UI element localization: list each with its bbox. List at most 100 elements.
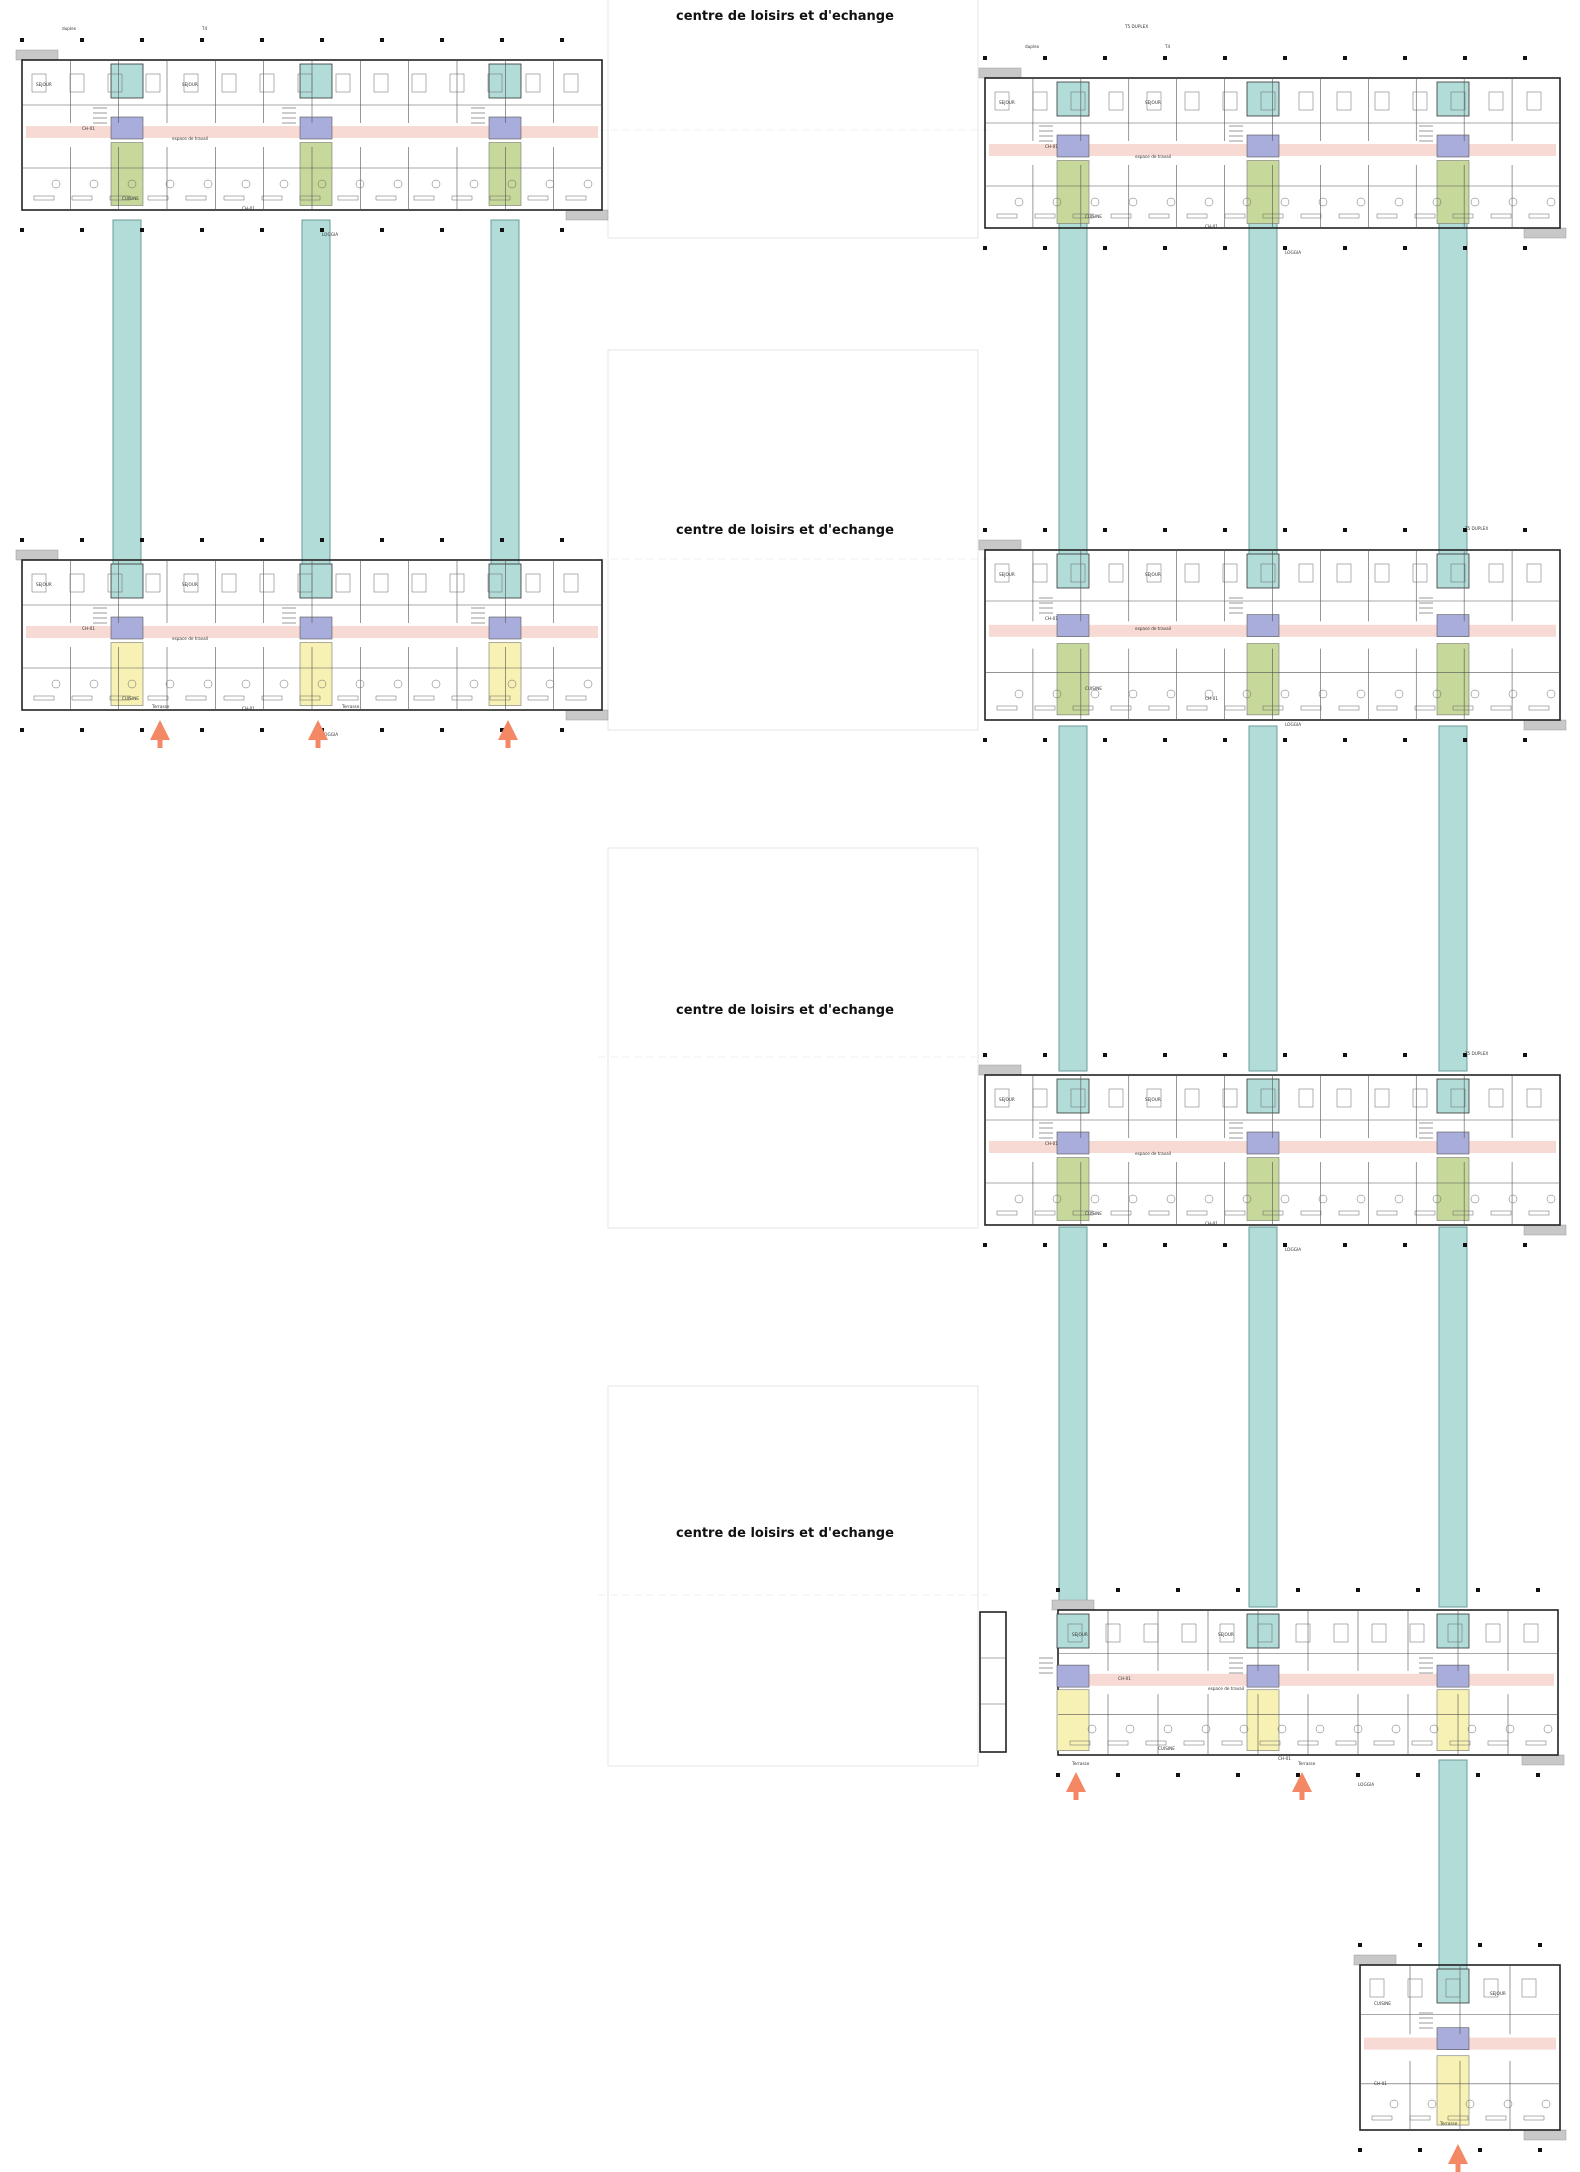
room-label: CUISINE [1158,1746,1175,1751]
bed-outline [1374,1088,1390,1108]
room-label: CH-01 [1278,1756,1291,1761]
counter-outline [299,695,321,701]
bed-outline [1407,1978,1423,1998]
bed-outline [183,573,199,593]
bed-outline [994,563,1010,583]
bridge-corridor [301,219,331,571]
table-outline [1391,1724,1401,1734]
room-label: SEJOUR [1218,1632,1234,1637]
entrance-hall [1246,1689,1280,1751]
bed-outline [1184,563,1200,583]
column [1523,1053,1527,1057]
bed-outline [1526,91,1542,111]
counter-outline [1110,1210,1132,1216]
counter-outline [1224,213,1246,219]
counter-outline [1447,2115,1469,2121]
bed-outline [1369,1978,1385,1998]
room-label: espace de travail [1135,154,1171,159]
table-outline [1394,689,1404,699]
room-label: T4 [201,26,208,31]
column [1343,738,1347,742]
table-outline [1052,1194,1062,1204]
table-outline [583,679,593,689]
room-label: duplex [1025,44,1040,49]
counter-outline [185,195,207,201]
side-storage [979,1611,1007,1753]
column [1403,1053,1407,1057]
bed-outline [1146,91,1162,111]
column [1463,1053,1467,1057]
bed-outline [1298,91,1314,111]
bed-outline [449,73,465,93]
counter-outline [1034,1210,1056,1216]
room-label: CUISINE [1085,1211,1102,1216]
room-label: CH-01 [242,206,255,211]
stair-core [488,563,522,599]
column [1463,246,1467,250]
counter-outline [1262,1210,1284,1216]
landing [488,616,522,640]
column [20,728,24,732]
balcony [565,209,609,221]
table-outline [165,179,175,189]
column [1223,56,1227,60]
counter-outline [1148,213,1170,219]
column [1343,56,1347,60]
counter-outline [1411,1740,1433,1746]
column [983,528,987,532]
column [1523,1243,1527,1247]
landing [488,116,522,140]
table-outline [1467,1724,1477,1734]
table-outline [1280,1194,1290,1204]
counter-outline [1490,1210,1512,1216]
table-outline [1166,1194,1176,1204]
entrance-hall [1436,1689,1470,1751]
bed-outline [259,73,275,93]
balcony [15,549,59,561]
counter-outline [1338,1210,1360,1216]
table-outline [1242,1194,1252,1204]
column [1116,1773,1120,1777]
column [1403,56,1407,60]
room-label: LOGGIA [322,732,338,737]
column [80,228,84,232]
bridge-corridor [1438,219,1468,571]
bed-outline [1447,1623,1463,1643]
bed-outline [1222,563,1238,583]
counter-outline [337,695,359,701]
bed-outline [1032,1088,1048,1108]
table-outline [507,179,517,189]
column [560,38,564,42]
bed-outline [994,1088,1010,1108]
room-label: Terrasse [1439,2121,1458,2126]
column [1403,246,1407,250]
table-outline [165,679,175,689]
bed-outline [107,73,123,93]
counter-outline [1452,1210,1474,1216]
counter-outline [1034,705,1056,711]
column [1116,1588,1120,1592]
bed-outline [1184,91,1200,111]
counter-outline [1186,705,1208,711]
table-outline [1014,197,1024,207]
garden-court [488,142,522,206]
room-label: CUISINE [122,696,139,701]
counter-outline [261,195,283,201]
room-label: CH-01 [82,126,95,131]
bed-outline [1483,1978,1499,1998]
counter-outline [1259,1740,1281,1746]
balcony [1353,1954,1397,1966]
counter-outline [996,1210,1018,1216]
bed-outline [1143,1623,1159,1643]
bridge-corridor [490,219,520,571]
stair-core [1056,1078,1090,1114]
column [1163,1053,1167,1057]
column [80,728,84,732]
counter-outline [1373,1740,1395,1746]
table-outline [1394,197,1404,207]
table-outline [1353,1724,1363,1734]
table-outline [1052,197,1062,207]
bed-outline [1412,91,1428,111]
garden-court [1246,643,1280,716]
counter-outline [1371,2115,1393,2121]
